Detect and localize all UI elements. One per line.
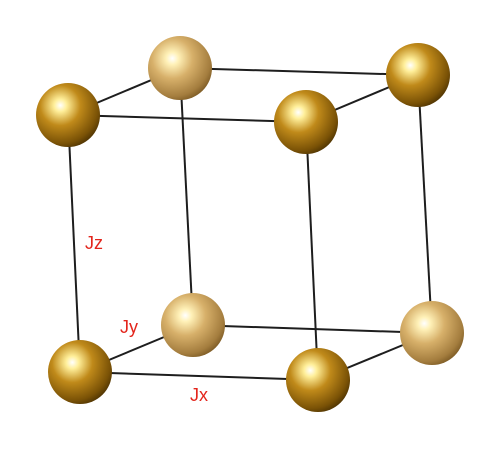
back-bonds (179, 67, 433, 334)
bond-back-top (179, 67, 419, 76)
bond-back-left-vertical (179, 67, 194, 326)
label-jx: Jx (190, 385, 208, 405)
atom-back-top-left (148, 36, 212, 100)
label-jz: Jz (85, 233, 103, 253)
bond-front-bottom (79, 371, 319, 381)
bond-front-right-vertical (305, 121, 319, 381)
atom-front-top-right (274, 90, 338, 154)
atom-front-bottom-right (286, 348, 350, 412)
atom-back-bottom-right (400, 301, 464, 365)
label-jy: Jy (120, 317, 138, 337)
bond-front-top (67, 114, 307, 123)
atom-front-top-left (36, 83, 100, 147)
atom-front-bottom-left (48, 340, 112, 404)
atom-back-top-right (386, 43, 450, 107)
atom-back-bottom-left (161, 293, 225, 357)
bond-front-left-vertical (67, 114, 81, 373)
front-bonds (67, 114, 319, 381)
bond-back-bottom (192, 324, 433, 334)
bond-back-right-vertical (417, 74, 433, 334)
